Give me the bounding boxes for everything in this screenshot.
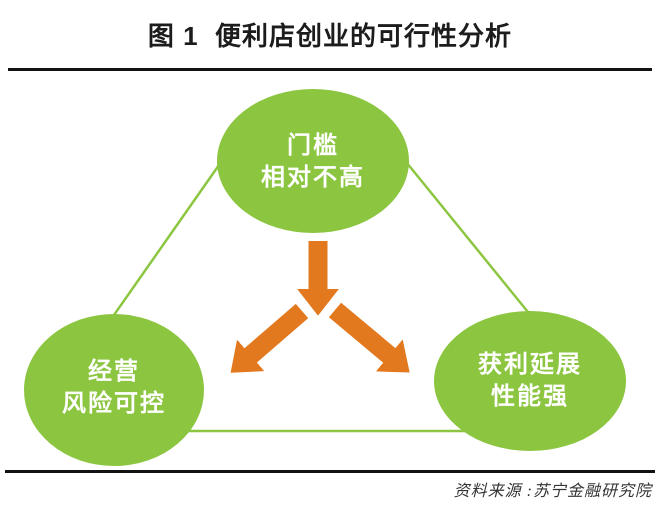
source-caption: 资料来源 :苏宁金融研究院 bbox=[453, 483, 652, 500]
figure-title: 图 1 便利店创业的可行性分析 bbox=[147, 21, 513, 51]
triangle-edge-right bbox=[397, 151, 546, 334]
triangle-edge-left bbox=[98, 134, 242, 336]
bottom-divider-line bbox=[5, 470, 655, 473]
arrow-down-right-icon bbox=[328, 302, 410, 373]
arrow-down-left-icon bbox=[230, 303, 309, 373]
node-ellipse-top bbox=[217, 89, 409, 233]
title-divider-line bbox=[8, 68, 652, 71]
node-ellipse-bottom-left bbox=[24, 314, 204, 466]
node-ellipse-bottom-right bbox=[434, 311, 626, 451]
